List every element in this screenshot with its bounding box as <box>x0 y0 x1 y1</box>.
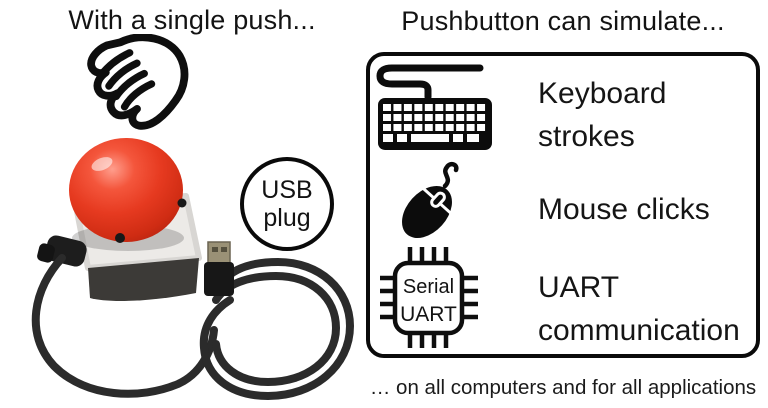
usb-plug-label-line1: USB <box>261 176 313 204</box>
uart-chip-icon: Serial UART <box>380 247 478 348</box>
screw-hole <box>115 233 125 243</box>
usb-cable <box>31 254 355 401</box>
pushbutton-device-photo <box>31 138 355 401</box>
screw-hole <box>177 198 187 208</box>
features-panel: Keyboard strokes Mouse clicks <box>366 52 760 358</box>
keyboard-icon <box>376 64 492 150</box>
cable-gland <box>37 243 55 263</box>
feature-label-uart: UART communication <box>538 271 740 347</box>
hand-icon <box>87 34 189 130</box>
feature-label-keyboard: Keyboard strokes <box>538 77 667 153</box>
heading-right: Pushbutton can simulate... <box>401 6 725 36</box>
dome-highlight <box>91 157 113 171</box>
chip-label-uart: UART <box>400 303 457 326</box>
cable-gland <box>45 235 87 267</box>
footer-caption: … on all computers and for all applicati… <box>369 376 757 399</box>
red-dome-button <box>69 138 183 242</box>
usb-plug-callout: USB plug <box>240 157 334 251</box>
feature-label-mouse: Mouse clicks <box>538 193 710 226</box>
heading-left: With a single push... <box>68 5 316 35</box>
enclosure-base <box>88 258 199 301</box>
chip-label-serial: Serial <box>403 276 454 298</box>
usb-plug-label-line2: plug <box>263 204 311 232</box>
usb-plug <box>204 241 234 296</box>
mouse-icon <box>402 161 459 239</box>
